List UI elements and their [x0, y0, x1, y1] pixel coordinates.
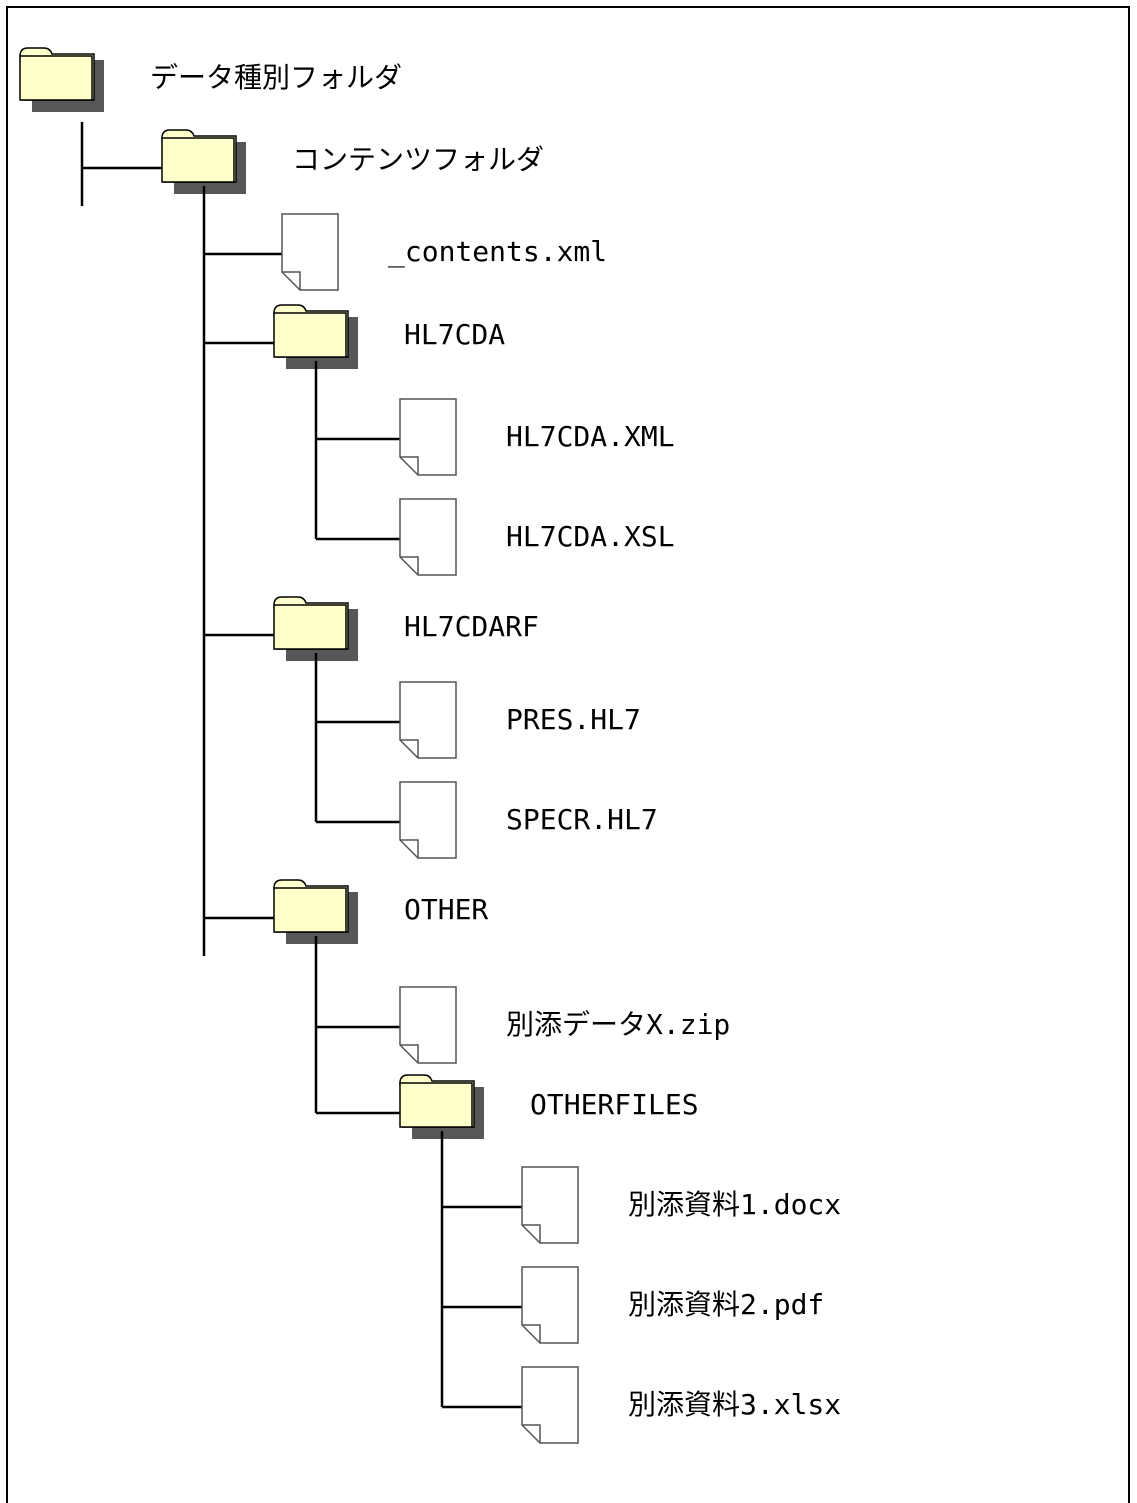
tree-node-label: _contents.xml [388, 235, 608, 268]
file-icon [399, 498, 457, 576]
folder-icon [399, 1074, 484, 1139]
tree-node-label: 別添データX.zip [506, 1008, 731, 1041]
tree-node-label: 別添資料1.docx [628, 1188, 842, 1221]
file-icon [399, 781, 457, 859]
tree-node-label: HL7CDA.XML [506, 420, 675, 453]
file-icon [399, 986, 457, 1064]
diagram-frame [6, 6, 1130, 1503]
folder-icon [19, 47, 104, 112]
tree-node-label: OTHERFILES [530, 1088, 699, 1121]
tree-node-label: HL7CDA [404, 318, 506, 351]
tree-node-label: コンテンツフォルダ [292, 143, 545, 176]
tree-node-label: SPECR.HL7 [506, 803, 658, 836]
folder-icon [273, 596, 358, 661]
folder-icon [161, 129, 246, 194]
folder-icon [273, 879, 358, 944]
tree-node-label: 別添資料3.xlsx [628, 1388, 842, 1421]
file-icon [521, 1266, 579, 1344]
tree-node-label: OTHER [404, 893, 489, 926]
folder-icon [273, 304, 358, 369]
file-icon [521, 1366, 579, 1444]
tree-node-label: PRES.HL7 [506, 703, 641, 736]
file-icon [399, 398, 457, 476]
file-icon [521, 1166, 579, 1244]
tree-node-label: HL7CDARF [404, 610, 539, 643]
tree-node-label: データ種別フォルダ [150, 61, 403, 94]
tree-node-label: HL7CDA.XSL [506, 520, 675, 553]
file-icon [399, 681, 457, 759]
tree-node-label: 別添資料2.pdf [628, 1288, 825, 1321]
file-icon [281, 213, 339, 291]
